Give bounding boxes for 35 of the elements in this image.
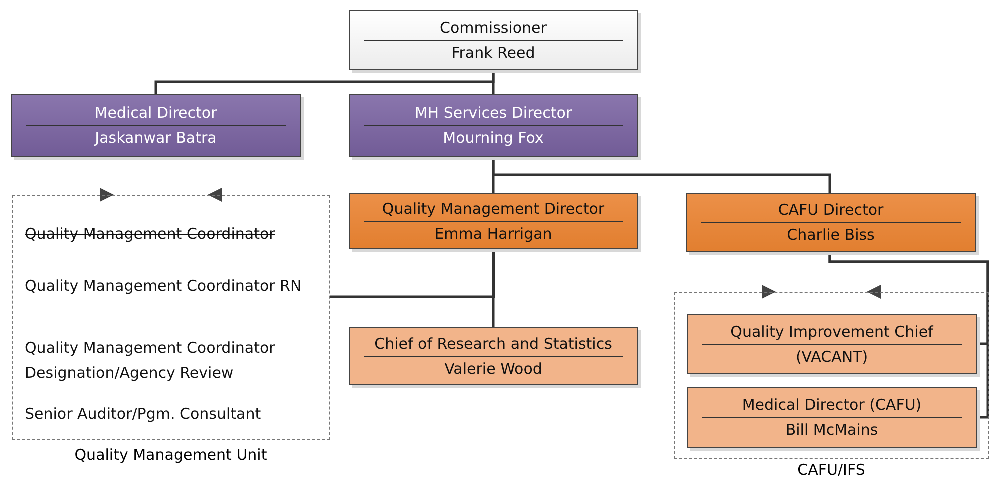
- group-caption: Quality Management Unit: [74, 446, 268, 464]
- person-name: Frank Reed: [450, 42, 536, 62]
- position-box: [687, 387, 977, 448]
- position-title: Senior Auditor/Pgm. Consultant: [25, 402, 262, 427]
- connector-line: [492, 157, 832, 193]
- position-box: [687, 314, 977, 374]
- person-name: Emma Harrigan: [434, 224, 554, 244]
- connector-line: [828, 252, 990, 419]
- person-name: Mourning Fox: [442, 128, 545, 148]
- job-title: Quality Management Director: [381, 198, 606, 218]
- job-title: Medical Director: [94, 103, 218, 123]
- job-title: Commissioner: [439, 18, 548, 38]
- person-name: (VACANT): [794, 346, 870, 366]
- person-name: Bill McMains: [784, 420, 880, 440]
- person-name: Valerie Wood: [444, 358, 544, 378]
- position-box: [686, 193, 976, 252]
- position-title: Quality Management Coordinator: [25, 222, 276, 247]
- connector-line: [492, 70, 495, 94]
- connector-line: [330, 249, 496, 298]
- job-title: Chief of Research and Statistics: [374, 334, 614, 354]
- connector-line: [492, 249, 495, 327]
- position-title: Quality Management Coordinator Designation/Agency Review: [25, 336, 325, 386]
- job-title: Medical Director (CAFU): [741, 395, 923, 415]
- position-box: [349, 327, 638, 385]
- job-title: Quality Improvement Chief: [730, 322, 934, 342]
- group-caption: CAFU/IFS: [796, 461, 866, 479]
- person-name: Jaskanwar Batra: [93, 128, 218, 148]
- job-title: MH Services Director: [414, 103, 574, 123]
- person-name: Charlie Biss: [786, 225, 876, 245]
- position-box: [349, 10, 638, 70]
- job-title: CAFU Director: [777, 200, 885, 220]
- position-box: [349, 193, 638, 249]
- position-box: [11, 94, 301, 157]
- position-title: Quality Management Coordinator RN: [25, 274, 302, 299]
- position-box: [349, 94, 638, 157]
